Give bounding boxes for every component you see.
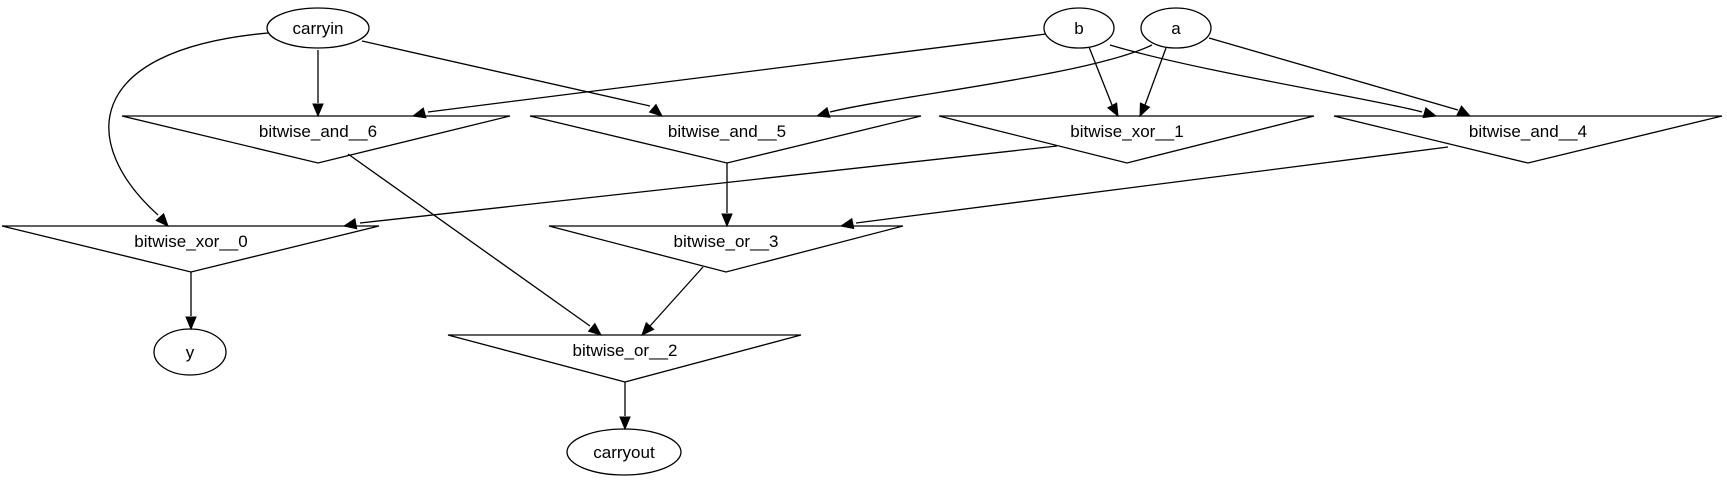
- edge-path: [1144, 47, 1167, 106]
- edge-path: [1109, 44, 1423, 113]
- node-label: b: [1074, 19, 1083, 38]
- edge-path: [359, 145, 1058, 224]
- node-label: carryin: [292, 19, 343, 38]
- edge-b-to-bitwise_and_6: [411, 33, 1047, 119]
- edge-bitwise_xor_0-to-y: [185, 272, 197, 331]
- ellipse-shape: [1140, 7, 1212, 49]
- node-y[interactable]: y: [153, 328, 227, 376]
- arrowhead-icon: [411, 107, 427, 119]
- inverted-triangle-shape: [121, 115, 511, 164]
- edge-path: [1088, 46, 1113, 106]
- ellipse-shape: [153, 328, 227, 376]
- inverted-triangle-shape: [447, 334, 802, 383]
- arrowhead-icon: [1456, 105, 1472, 117]
- node-bitwise-or-3[interactable]: bitwise_or__3: [548, 225, 904, 273]
- ellipse-shape: [266, 7, 370, 49]
- arrowhead-icon: [721, 213, 733, 228]
- node-bitwise-and-5[interactable]: bitwise_and__5: [529, 115, 922, 164]
- inverted-triangle-shape: [1333, 115, 1723, 164]
- node-bitwise-xor-1[interactable]: bitwise_xor__1: [938, 115, 1315, 164]
- edge-path: [361, 40, 651, 107]
- node-label: carryout: [593, 443, 655, 462]
- node-label: y: [186, 343, 195, 362]
- edge-path: [829, 44, 1153, 113]
- arrowhead-icon: [155, 212, 169, 227]
- node-a[interactable]: a: [1140, 7, 1212, 49]
- edge-a-to-bitwise_and_5: [815, 44, 1153, 118]
- arrowhead-icon: [839, 217, 855, 230]
- node-label: bitwise_and__4: [1469, 122, 1587, 141]
- ellipse-shape: [1043, 7, 1115, 49]
- inverted-triangle-shape: [938, 115, 1315, 164]
- edge-path: [855, 146, 1449, 224]
- edge-b-to-bitwise_and_4: [1109, 44, 1438, 119]
- edge-path: [649, 266, 704, 327]
- edge-b-to-bitwise_xor_1: [1088, 46, 1119, 118]
- edge-carryin-to-bitwise_and_5: [361, 40, 663, 117]
- inverted-triangle-shape: [529, 115, 922, 164]
- arrowhead-icon: [641, 321, 655, 336]
- node-label: bitwise_or__2: [573, 341, 678, 360]
- edge-bitwise_or_3-to-bitwise_or_2: [641, 266, 704, 336]
- edge-bitwise_and_6-to-bitwise_or_2: [347, 153, 603, 336]
- ellipse-shape: [566, 428, 682, 476]
- arrowhead-icon: [648, 103, 663, 117]
- edge-carryin-to-bitwise_xor_0: [108, 32, 269, 227]
- edge-path: [108, 32, 269, 216]
- edge-carryin-to-bitwise_and_6: [312, 50, 324, 118]
- node-label: bitwise_and__5: [668, 122, 786, 141]
- arrowhead-icon: [1139, 102, 1151, 118]
- edge-bitwise_or_2-to-carryout: [619, 382, 631, 431]
- node-label: bitwise_and__6: [259, 122, 377, 141]
- edge-bitwise_xor_1-to-bitwise_xor_0: [342, 145, 1058, 230]
- inverted-triangle-shape: [548, 225, 904, 273]
- arrowhead-icon: [185, 316, 197, 331]
- arrowhead-icon: [1106, 102, 1119, 118]
- node-label: bitwise_xor__1: [1070, 122, 1183, 141]
- node-label: bitwise_xor__0: [134, 232, 247, 251]
- node-bitwise-xor-0[interactable]: bitwise_xor__0: [1, 225, 380, 273]
- node-bitwise-and-6[interactable]: bitwise_and__6: [121, 115, 511, 164]
- node-bitwise-or-2[interactable]: bitwise_or__2: [447, 334, 802, 383]
- arrowhead-icon: [1422, 107, 1438, 119]
- node-label: bitwise_or__3: [674, 232, 779, 251]
- edge-a-to-bitwise_xor_1: [1139, 47, 1167, 118]
- node-carryin[interactable]: carryin: [266, 7, 370, 49]
- edges-layer: [108, 32, 1472, 431]
- arrowhead-icon: [619, 416, 631, 431]
- arrowhead-icon: [342, 218, 358, 230]
- inverted-triangle-shape: [1, 225, 380, 273]
- node-b[interactable]: b: [1043, 7, 1115, 49]
- edge-path: [347, 153, 591, 327]
- node-bitwise-and-4[interactable]: bitwise_and__4: [1333, 115, 1723, 164]
- edge-bitwise_and_5-to-bitwise_or_3: [721, 163, 733, 228]
- edge-path: [1208, 37, 1459, 111]
- edge-path: [427, 33, 1047, 113]
- node-carryout[interactable]: carryout: [566, 428, 682, 476]
- arrowhead-icon: [587, 322, 603, 336]
- node-label: a: [1171, 19, 1181, 38]
- arrowhead-icon: [312, 103, 324, 118]
